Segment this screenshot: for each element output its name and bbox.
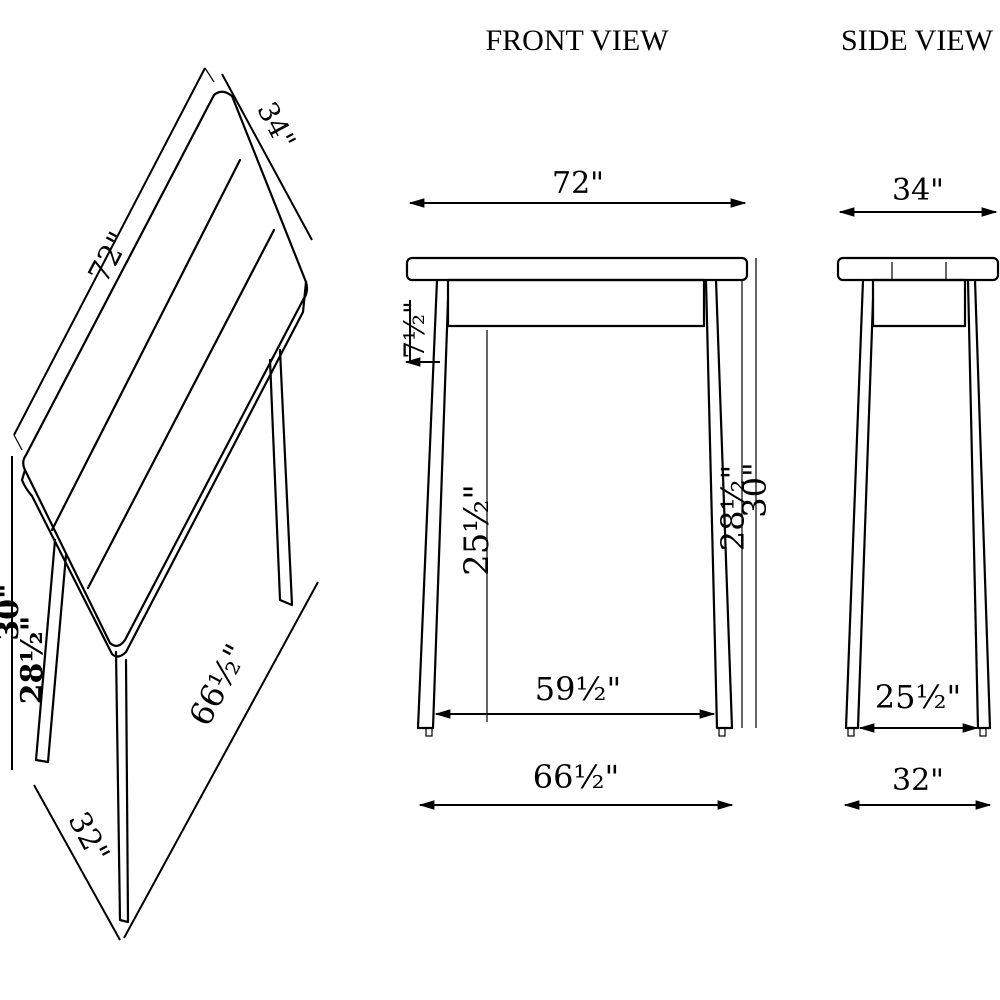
side-leg-left	[844, 278, 875, 730]
side-foot-left	[847, 727, 855, 737]
side-label-inner-span: 25½"	[875, 678, 961, 716]
perspective-view: 72" 34" 66½" 32" 30" 28½"	[0, 67, 319, 941]
side-foot-right	[979, 727, 987, 737]
front-label-apron-height: 7½"	[398, 301, 431, 359]
perspective-dim-length-tick-bottom	[13, 434, 23, 451]
front-view: FRONT VIEW 72" 7½" 25½" 28½" 30" 59½" 66	[398, 24, 774, 810]
perspective-dim-length-line	[13, 67, 206, 436]
perspective-label-depth: 34"	[250, 96, 302, 154]
side-view-title: SIDE VIEW	[841, 24, 994, 57]
perspective-tabletop-edge	[20, 280, 308, 658]
front-apron	[446, 278, 706, 328]
perspective-dim-66-line	[123, 581, 319, 939]
perspective-leg-front	[114, 650, 130, 924]
front-foot-left	[425, 727, 433, 737]
side-leg-right	[966, 278, 992, 730]
front-tabletop	[405, 256, 749, 282]
side-tabletop	[836, 256, 1000, 282]
side-label-outer-span: 32"	[892, 763, 944, 798]
perspective-dim-depth-line	[221, 73, 313, 241]
front-label-height: 30"	[736, 462, 774, 517]
perspective-board-seam-2	[86, 228, 276, 590]
front-foot-right	[718, 727, 726, 737]
side-apron	[871, 278, 967, 328]
perspective-leg-back-right	[268, 348, 294, 607]
side-label-depth: 34"	[892, 173, 944, 208]
front-label-length: 72"	[552, 166, 604, 201]
perspective-board-seam-1	[50, 158, 242, 532]
side-view: SIDE VIEW 34" 25½" 32"	[836, 24, 1000, 810]
front-label-clearance-height: 28½"	[714, 465, 752, 551]
front-label-inner-span: 59½"	[535, 670, 621, 708]
front-view-title: FRONT VIEW	[485, 24, 669, 57]
perspective-label-height: 30"	[0, 583, 26, 640]
perspective-label-length: 72"	[82, 226, 137, 288]
perspective-dim-length-tick-top	[204, 67, 215, 83]
perspective-dim-32-line	[33, 784, 121, 941]
front-label-outer-span: 66½"	[533, 758, 619, 796]
perspective-label-side-leg-outer: 32"	[61, 806, 116, 868]
perspective-leg-front-left	[34, 538, 68, 764]
front-label-leg-height: 25½"	[457, 484, 497, 576]
perspective-tabletop	[22, 90, 309, 647]
perspective-label-clearance-height: 28½"	[15, 616, 50, 705]
